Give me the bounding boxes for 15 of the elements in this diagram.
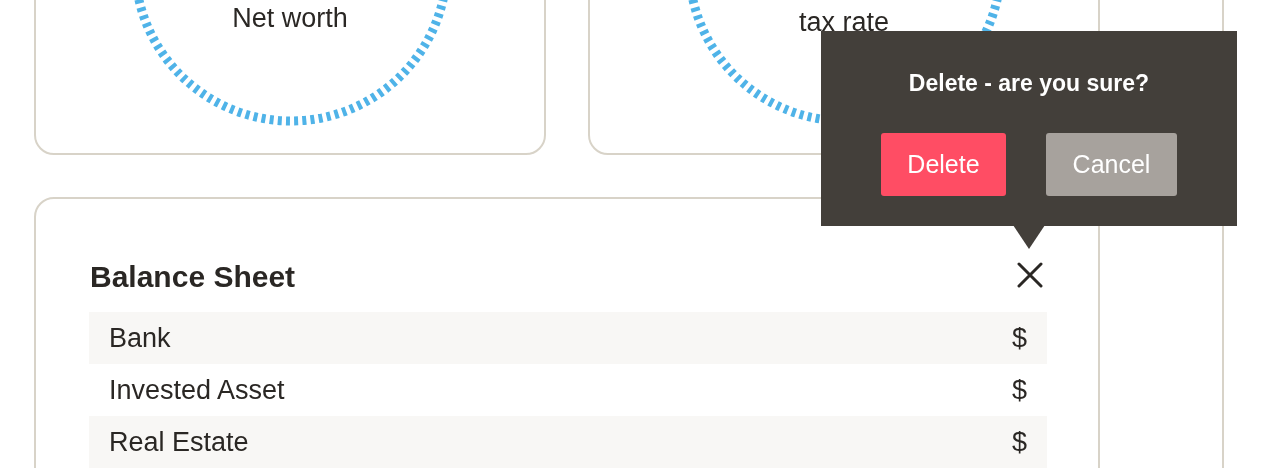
row-label: Invested Asset (109, 373, 285, 407)
balance-sheet-card (34, 197, 1100, 468)
stat-card (34, 0, 546, 155)
confirm-popover (821, 31, 1237, 226)
card-title: Balance Sheet (90, 259, 296, 295)
stat-label: tax rate (797, 6, 890, 38)
currency-symbol: $ (1011, 373, 1027, 407)
stat-label: Net worth (231, 2, 349, 34)
currency-symbol: $ (1011, 321, 1027, 355)
currency-symbol: $ (1011, 425, 1027, 459)
row-label: Real Estate (109, 425, 249, 459)
cancel-button: Cancel (1046, 133, 1177, 196)
popover-title: Delete - are you sure? (907, 69, 1151, 98)
row-label: Bank (109, 321, 171, 355)
delete-button: Delete (881, 133, 1006, 196)
